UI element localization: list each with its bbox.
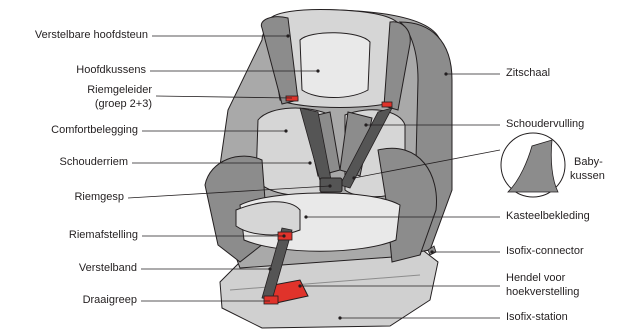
label-isofix-station: Isofix-station — [506, 311, 568, 324]
rotate-handle — [264, 296, 278, 304]
label-headrest: Verstelbare hoofdsteun — [0, 29, 148, 42]
label-adjust-strap: Verstelband — [0, 262, 137, 275]
label-baby-cushion-2: kussen — [570, 170, 605, 183]
label-comfort-cover: Comfortbelegging — [0, 124, 138, 137]
label-buckle: Riemgesp — [0, 191, 124, 204]
label-belt-guide: Riemgeleider — [0, 84, 152, 97]
belt-guide-right — [382, 102, 392, 107]
label-head-cushion: Hoofdkussens — [0, 64, 146, 77]
label-castle-cover: Kasteelbekleding — [506, 210, 590, 223]
label-belt-adjust: Riemafstelling — [0, 229, 138, 242]
label-seat-shell: Zitschaal — [506, 67, 550, 80]
label-recline-lever-1: Hendel voor — [506, 272, 565, 285]
label-shoulder-strap: Schouderriem — [0, 156, 128, 169]
label-shoulder-pad: Schoudervulling — [506, 118, 584, 131]
label-belt-guide-group: (groep 2+3) — [0, 98, 152, 111]
belt-guide-left — [286, 96, 298, 101]
label-isofix-connector: Isofix-connector — [506, 245, 584, 258]
label-rotate-handle: Draaigreep — [0, 294, 137, 307]
head-cushion — [300, 33, 370, 98]
label-baby-cushion-1: Baby- — [574, 156, 603, 169]
label-recline-lever-2: hoekverstelling — [506, 286, 579, 299]
